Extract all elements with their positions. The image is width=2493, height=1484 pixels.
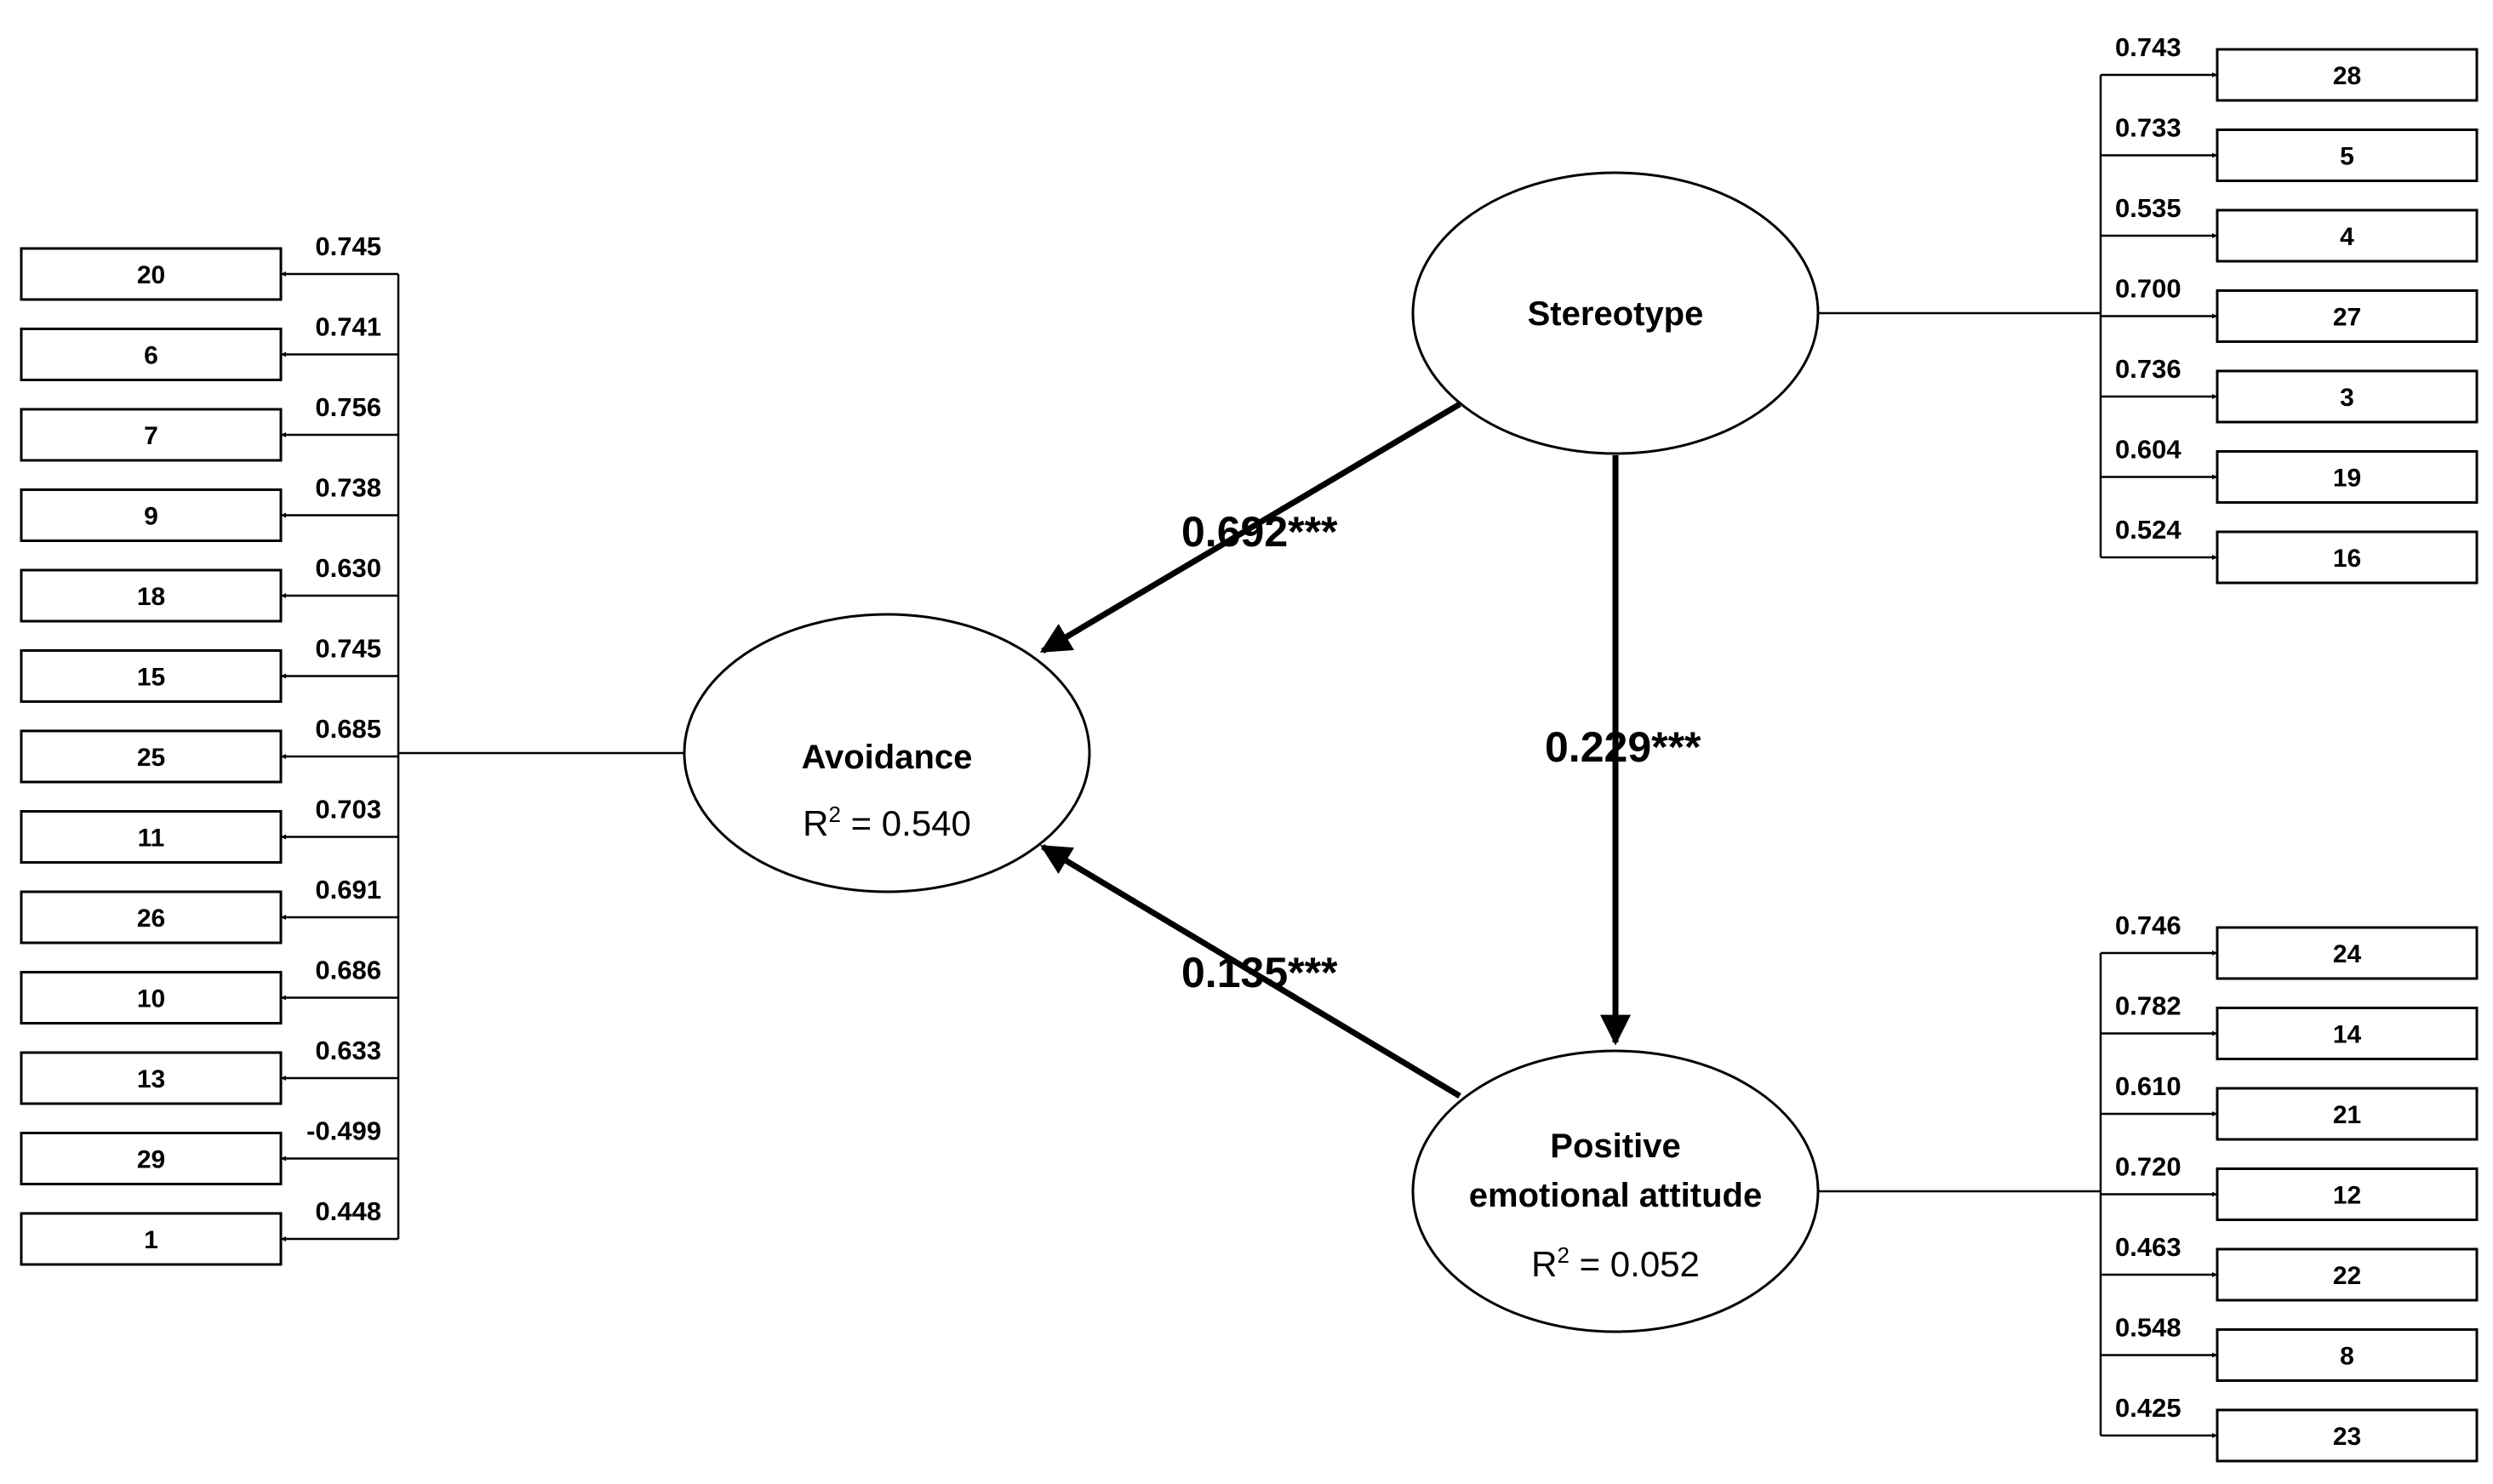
indicator-label: 23 bbox=[2333, 1423, 2361, 1451]
loading-value: 0.741 bbox=[315, 312, 381, 342]
indicator-box bbox=[20, 408, 283, 462]
positive-attitude-indicators: 24 0.746 14 0.782 21 0.610 12 0.720 22 0.463 8 0.54… bbox=[1818, 910, 2479, 1463]
indicator-box bbox=[20, 1132, 283, 1185]
loading-value: 0.610 bbox=[2115, 1071, 2181, 1101]
stereotype-indicators: 28 0.743 5 0.733 4 0.535 27 0.700 3 0.736 19 0.604 1… bbox=[1818, 32, 2479, 585]
avoidance-label: Avoidance bbox=[802, 739, 973, 776]
indicator-box bbox=[20, 488, 283, 542]
indicator-label: 9 bbox=[144, 503, 158, 531]
indicator-box bbox=[20, 1051, 283, 1105]
indicator-box bbox=[2216, 1247, 2479, 1302]
loading-value: 0.448 bbox=[315, 1196, 381, 1226]
indicator-box bbox=[2216, 208, 2479, 263]
loading-value: 0.703 bbox=[315, 795, 381, 825]
indicator-box bbox=[20, 247, 283, 301]
indicator-box bbox=[20, 890, 283, 945]
indicator-box bbox=[2216, 1167, 2479, 1221]
indicator-label: 28 bbox=[2333, 62, 2361, 90]
indicator-label: 26 bbox=[137, 905, 165, 933]
positive-r2: R2 = 0.052 bbox=[1531, 1242, 1700, 1284]
loading-value: 0.720 bbox=[2115, 1152, 2181, 1182]
indicator-label: 18 bbox=[137, 583, 165, 611]
loading-value: -0.499 bbox=[306, 1116, 381, 1146]
indicator-label: 10 bbox=[137, 985, 165, 1013]
loading-value: 0.686 bbox=[315, 956, 381, 985]
path-coef-stereotype-positive: 0.229*** bbox=[1545, 723, 1701, 771]
loading-value: 0.685 bbox=[315, 714, 381, 744]
loading-value: 0.738 bbox=[315, 473, 381, 503]
construct-stereotype: Stereotype bbox=[1411, 171, 1820, 455]
avoidance-r2: R2 = 0.540 bbox=[803, 802, 971, 843]
indicator-box bbox=[20, 328, 283, 381]
indicator-box bbox=[2216, 1087, 2479, 1141]
indicator-label: 29 bbox=[137, 1146, 165, 1174]
indicator-label: 1 bbox=[144, 1226, 158, 1254]
construct-positive-emotional-attitude: Positive emotional attitude R2 = 0.052 bbox=[1411, 1049, 1820, 1333]
loading-value: 0.691 bbox=[315, 875, 381, 905]
indicator-label: 3 bbox=[2340, 384, 2354, 412]
indicator-box bbox=[2216, 369, 2479, 424]
indicator-label: 21 bbox=[2333, 1101, 2361, 1129]
loading-value: 0.425 bbox=[2115, 1393, 2181, 1423]
indicator-box bbox=[2216, 926, 2479, 980]
loading-value: 0.756 bbox=[315, 392, 381, 422]
positive-label-line1: Positive bbox=[1550, 1127, 1680, 1165]
indicator-label: 8 bbox=[2340, 1343, 2354, 1371]
indicator-label: 7 bbox=[144, 422, 158, 450]
indicator-label: 16 bbox=[2333, 545, 2361, 573]
loading-value: 0.782 bbox=[2115, 991, 2181, 1021]
loading-value: 0.463 bbox=[2115, 1232, 2181, 1262]
indicator-label: 25 bbox=[137, 744, 165, 772]
indicator-label: 19 bbox=[2333, 465, 2361, 493]
indicator-label: 11 bbox=[138, 825, 165, 853]
construct-avoidance: Avoidance R2 = 0.540 bbox=[683, 613, 1091, 893]
indicator-label: 4 bbox=[2340, 223, 2354, 251]
loading-value: 0.604 bbox=[2115, 435, 2181, 465]
indicator-label: 27 bbox=[2333, 304, 2361, 332]
indicator-label: 14 bbox=[2333, 1021, 2362, 1049]
indicator-label: 15 bbox=[137, 664, 165, 692]
path-coef-stereotype-avoidance: 0.692*** bbox=[1181, 508, 1338, 556]
path-positive-to-avoidance bbox=[1039, 843, 1461, 1099]
indicator-label: 24 bbox=[2333, 940, 2362, 968]
indicator-box bbox=[20, 971, 283, 1025]
indicator-box bbox=[20, 729, 283, 784]
path-stereotype-to-avoidance bbox=[1039, 401, 1461, 654]
positive-label-line2: emotional attitude bbox=[1469, 1177, 1762, 1214]
loading-value: 0.548 bbox=[2115, 1313, 2181, 1343]
avoidance-indicators: 20 0.745 6 0.741 7 0.756 9 0.738 18 0.630 15 0.745 2… bbox=[20, 231, 684, 1266]
loading-value: 0.745 bbox=[315, 231, 381, 261]
loading-value: 0.736 bbox=[2115, 354, 2181, 384]
indicator-box bbox=[2216, 128, 2479, 182]
indicator-label: 20 bbox=[137, 261, 165, 289]
indicator-label: 5 bbox=[2340, 143, 2354, 171]
loading-value: 0.745 bbox=[315, 634, 381, 664]
loading-value: 0.535 bbox=[2115, 193, 2181, 223]
loading-value: 0.633 bbox=[315, 1036, 381, 1065]
indicator-label: 12 bbox=[2333, 1182, 2361, 1210]
indicator-box bbox=[2216, 530, 2479, 585]
loading-value: 0.524 bbox=[2115, 515, 2181, 545]
path-coef-positive-avoidance: 0.135*** bbox=[1181, 949, 1338, 996]
loading-value: 0.700 bbox=[2115, 274, 2181, 304]
loading-value: 0.743 bbox=[2115, 32, 2181, 62]
stereotype-label: Stereotype bbox=[1528, 295, 1704, 333]
indicator-label: 6 bbox=[144, 342, 158, 370]
indicator-label: 13 bbox=[137, 1065, 165, 1093]
indicator-label: 22 bbox=[2333, 1262, 2361, 1290]
indicator-box bbox=[20, 1212, 283, 1266]
indicator-box bbox=[2216, 450, 2479, 504]
loading-value: 0.630 bbox=[315, 553, 381, 583]
loading-value: 0.746 bbox=[2115, 910, 2181, 940]
loading-value: 0.733 bbox=[2115, 113, 2181, 143]
